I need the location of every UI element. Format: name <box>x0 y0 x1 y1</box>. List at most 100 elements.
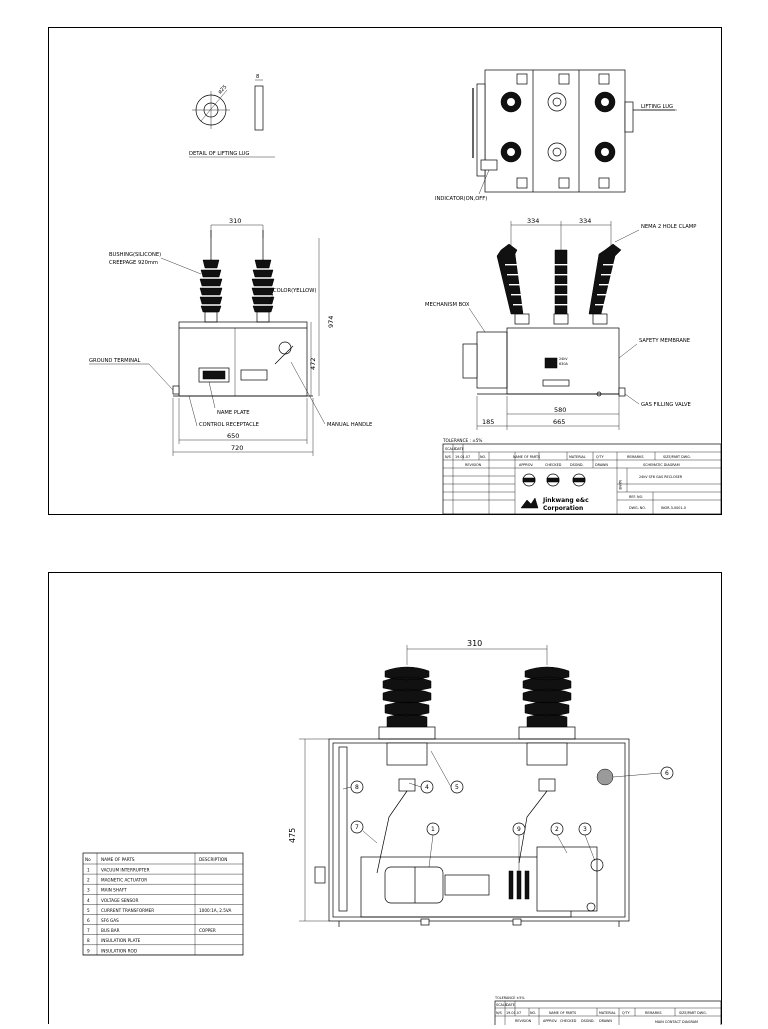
dim-334-a: 334 <box>527 217 539 225</box>
approv-label: APPROV. <box>519 463 533 467</box>
svg-text:6: 6 <box>665 770 669 777</box>
part-no-cell: 2 <box>87 878 90 883</box>
company-name-1: Jinkwang e&c <box>542 497 589 504</box>
svg-text:5: 5 <box>455 784 459 791</box>
revision-label: REVISION <box>465 463 482 467</box>
qty-header-2: Q'TY <box>622 1011 631 1015</box>
drawing-sheet-2: 310 475 <box>48 572 722 1028</box>
scale-header: SCALE <box>445 447 456 451</box>
name-vertical-label: NAME <box>618 480 622 490</box>
drawn-label: DRAWN <box>595 463 608 467</box>
material-header-2: MATERIAL <box>599 1011 616 1015</box>
dim-310-main: 310 <box>406 639 548 665</box>
company-logo <box>520 497 539 509</box>
part-desc-cell: COPPER <box>199 928 216 933</box>
safety-membrane-label: SAFETY MEMBRANE <box>639 338 690 344</box>
date-header-2: DATE <box>506 1003 515 1007</box>
drawn-label-2: DRAWN <box>599 1019 612 1023</box>
dsgnd-label-2: DSGND. <box>581 1019 595 1023</box>
part-no-cell: 6 <box>87 918 90 923</box>
dim-475: 475 <box>288 828 297 843</box>
date-value-2: 19.01.07 <box>506 1011 521 1015</box>
title-block-2: TOLERANCE ±5% SCALE DATE N/S 19.01.07 NO… <box>494 996 722 1028</box>
part-name-cell: VACUUM INTERRUPTER <box>101 868 150 873</box>
size-part-header-2: SIZE/PART DWG. <box>679 1011 707 1015</box>
size-part-header: SIZE/PART DWG. <box>663 455 691 459</box>
part-no-cell: 9 <box>87 948 90 953</box>
lifting-lug-detail: ø25 8 DETAIL OF LIFTING LUG <box>189 74 275 158</box>
date-value: 19.01.07 <box>455 455 470 459</box>
rating-label-1: 24kV <box>559 357 568 361</box>
balloon-4: 4 <box>420 780 434 794</box>
dim-720: 720 <box>231 444 243 452</box>
ref-no-label: REF. NO. <box>629 495 643 499</box>
part-name-cell: INSULATION ROD <box>101 948 137 953</box>
balloon-7: 7 <box>350 820 364 834</box>
mechanism-box-label: MECHANISM BOX <box>425 302 470 308</box>
rating-label-2: 630A <box>559 362 568 366</box>
no-header-2: NO. <box>530 1011 536 1015</box>
indicator-label: INDICATOR(ON,OFF) <box>435 196 487 202</box>
dim-974: 974 <box>327 316 335 328</box>
svg-text:8: 8 <box>355 784 359 791</box>
part-no-cell: 8 <box>87 938 90 943</box>
balloon-1: 1 <box>426 822 440 836</box>
dim-580: 580 <box>554 406 566 414</box>
name-of-parts-header: NAME OF PARTS <box>513 455 540 459</box>
main-bushings <box>378 666 576 740</box>
dim-310-front: 310 <box>229 217 241 225</box>
revision-label-2: REVISION <box>515 1019 532 1023</box>
part-balloons: 1 2 3 4 5 6 7 8 9 <box>342 750 674 871</box>
part-no-cell: 5 <box>87 908 90 913</box>
part-no-cell: 1 <box>87 868 90 873</box>
remarks-header-2: REMARKS <box>645 1011 661 1015</box>
balloon-2: 2 <box>550 822 564 836</box>
main-contact-drawing: 310 475 <box>82 639 722 1028</box>
balloon-9: 9 <box>512 822 526 836</box>
title-line-2-1: MAIN CONTACT DIAGRAM <box>655 1020 698 1024</box>
svg-text:3: 3 <box>583 826 587 833</box>
approv-label-2: APPROV. <box>543 1019 557 1023</box>
drawing-sheet-1: ø25 8 DETAIL OF LIFTING LUG LIFTING LUG <box>48 27 722 515</box>
material-header: MATERIAL <box>569 455 586 459</box>
balloon-6: 6 <box>660 766 674 780</box>
title-line-1: SCHEMATIC DIAGRAM <box>643 463 680 467</box>
front-bushings <box>199 230 275 323</box>
scale-value: N/S <box>445 455 451 459</box>
control-receptacle-label: CONTROL RECEPTACLE <box>199 422 259 428</box>
part-name-cell: MAIN SHAFT <box>101 888 127 893</box>
svg-text:2: 2 <box>555 826 559 833</box>
part-name-cell: INSULATION PLATE <box>101 938 141 943</box>
svg-text:7: 7 <box>355 824 359 831</box>
manual-handle-label: MANUAL HANDLE <box>327 422 372 428</box>
dim-334-b: 334 <box>579 217 591 225</box>
dsgnd-label: DSGND. <box>570 463 584 467</box>
part-name-cell: VOLTAGE SENSOR <box>101 898 138 903</box>
remarks-header: REMARKS <box>627 455 643 459</box>
date-header: DATE <box>455 447 464 451</box>
checked-label: CHECKED <box>545 463 562 467</box>
part-no-cell: 3 <box>87 888 90 893</box>
dim-665: 665 <box>553 418 565 426</box>
balloon-5: 5 <box>450 780 464 794</box>
name-of-parts-header-2: NAME OF PARTS <box>549 1011 576 1015</box>
svg-text:4: 4 <box>425 784 429 791</box>
lifting-lug-label: LIFTING LUG <box>641 104 673 110</box>
tolerance-label-2: TOLERANCE ±5% <box>494 996 525 1000</box>
name-plate-label: NAME PLATE <box>217 410 250 416</box>
nema-clamp-label: NEMA 2 HOLE CLAMP <box>641 224 696 230</box>
bushing-top-circles <box>500 91 616 163</box>
scale-value-2: N/S <box>496 1011 502 1015</box>
parts-header-no: No <box>85 857 91 862</box>
scale-header-2: SCALE <box>496 1003 507 1007</box>
svg-text:1: 1 <box>431 826 435 833</box>
part-no-cell: 4 <box>87 898 90 903</box>
title-block-1: TOLERANCE : ±5% SCALE DATE N/S 19.01.07 … <box>442 438 722 515</box>
side-view: 334 334 NEMA 2 HOLE CLAMP 24kV 630A MECH… <box>425 217 696 430</box>
company-name-2: Corporation <box>543 505 583 512</box>
ground-terminal-label: GROUND TERMINAL <box>89 358 141 364</box>
part-name-cell: SF6 GAS <box>101 918 119 923</box>
parts-header-name: NAME OF PARTS <box>101 857 135 862</box>
title-line-2: 24kV SF6 GAS RECLOSER <box>639 475 683 479</box>
